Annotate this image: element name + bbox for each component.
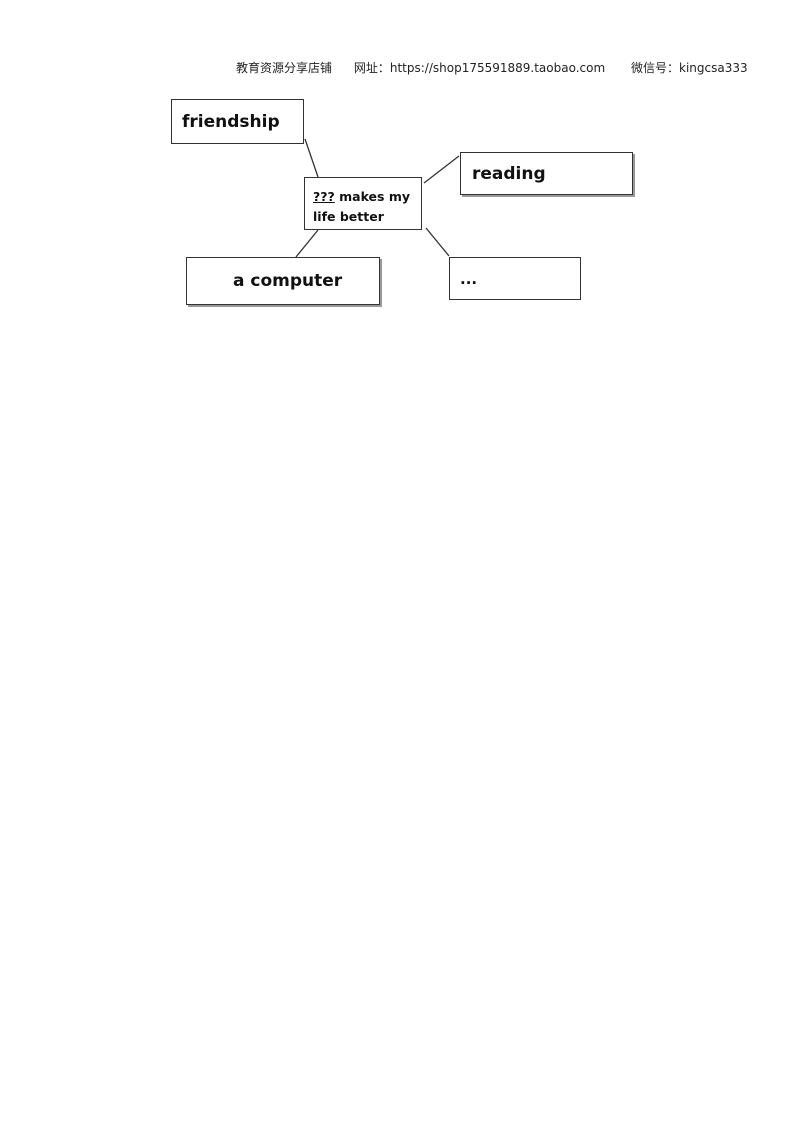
node-computer: a computer (186, 257, 380, 305)
wechat-info: 微信号：kingcsa333 (631, 61, 748, 75)
connector-more (425, 227, 450, 257)
node-more-label: ... (460, 269, 478, 288)
connector-reading (423, 155, 460, 184)
node-friendship-label: friendship (182, 111, 280, 132)
center-line-1: ??? makes my (313, 187, 421, 207)
connector-computer (295, 229, 319, 258)
connector-friendship (304, 138, 319, 178)
node-center: ??? makes my life better (304, 177, 422, 230)
wechat-id: kingcsa333 (679, 61, 748, 75)
website-url[interactable]: https://shop175591889.taobao.com (389, 61, 606, 75)
node-reading: reading (460, 152, 633, 195)
node-more: ... (449, 257, 581, 300)
center-blank: ??? (313, 189, 335, 204)
node-reading-label: reading (472, 163, 546, 184)
wechat-label: 微信号： (631, 61, 680, 75)
shop-name: 教育资源分享店铺 (236, 61, 333, 75)
center-line-2: life better (313, 209, 384, 224)
node-computer-label: a computer (233, 271, 343, 291)
center-line-1-rest: makes my (334, 189, 410, 204)
node-friendship: friendship (171, 99, 304, 144)
website-info: 网址：https://shop175591889.taobao.com (354, 61, 605, 75)
website-label: 网址： (353, 61, 390, 75)
page-header: 教育资源分享店铺 网址：https://shop175591889.taobao… (236, 59, 766, 76)
